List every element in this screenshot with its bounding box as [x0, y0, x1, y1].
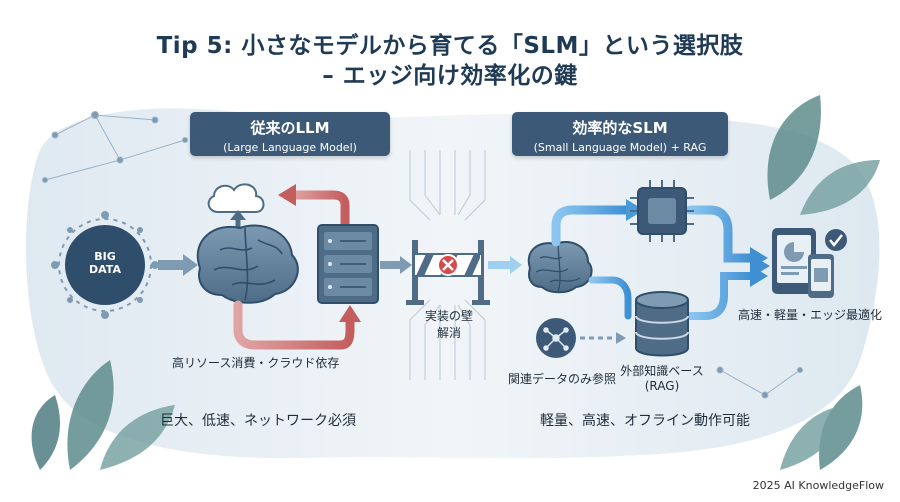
- efficient-slm-header-title: 効率的なSLM: [572, 119, 668, 137]
- barrier-label: 実装の壁 解消: [410, 308, 488, 342]
- leaves-left-decoration: [31, 360, 175, 470]
- chip-icon: [630, 180, 694, 242]
- slm-brain-icon: [527, 241, 593, 294]
- knowledge-base-label-line1: 外部知識ベース: [620, 364, 704, 378]
- barrier-label-line1: 実装の壁: [424, 309, 473, 323]
- retrieval-network-icon: [536, 318, 626, 358]
- knowledge-base-label-line2: (RAG): [644, 379, 680, 393]
- legacy-llm-header-sub: (Large Language Model): [223, 141, 357, 154]
- legacy-summary: 巨大、低速、ネットワーク必須: [160, 413, 356, 429]
- efficient-slm-header-sub: (Small Language Model) + RAG: [533, 141, 707, 154]
- barrier-icon: [406, 240, 490, 305]
- page-title-line2: – エッジ向け効率化の鍵: [322, 63, 578, 89]
- edge-optimization-label: 高速・軽量・エッジ最適化: [738, 308, 883, 322]
- network-decoration: [42, 111, 803, 399]
- leaves-right-decoration: [767, 95, 880, 470]
- big-data-label-line2: DATA: [89, 263, 121, 276]
- big-data-label-line1: BIG: [94, 250, 116, 263]
- llm-brain-icon: [196, 224, 299, 304]
- barrier-label-line2: 解消: [436, 326, 461, 340]
- knowledge-base-label: 外部知識ベース (RAG): [614, 364, 710, 394]
- footer-credit: 2025 AI KnowledgeFlow: [752, 479, 884, 492]
- legacy-loop-arrows: [233, 190, 355, 350]
- big-data-icon: [51, 211, 159, 319]
- cloud-icon: [207, 183, 265, 232]
- efficient-slm-header: 効率的なSLM (Small Language Model) + RAG: [512, 112, 728, 156]
- legacy-llm-header: 従来のLLM (Large Language Model): [190, 112, 390, 156]
- retrieval-label: 関連データのみ参照: [508, 372, 617, 386]
- big-data-label: BIG DATA: [75, 250, 135, 276]
- knowledge-base-database-icon: [635, 291, 689, 357]
- page-title-line1: Tip 5: 小さなモデルから育てる「SLM」という選択肢: [156, 33, 744, 59]
- circuit-decoration: [409, 150, 486, 380]
- efficient-summary: 軽量、高速、オフライン動作可能: [540, 413, 750, 429]
- server-rack-icon: [317, 224, 379, 304]
- efficient-flow-arrows: [551, 205, 758, 320]
- edge-devices-icon: [772, 228, 847, 298]
- legacy-llm-header-title: 従来のLLM: [250, 119, 330, 137]
- resource-label: 高リソース消費・クラウド依存: [172, 356, 340, 370]
